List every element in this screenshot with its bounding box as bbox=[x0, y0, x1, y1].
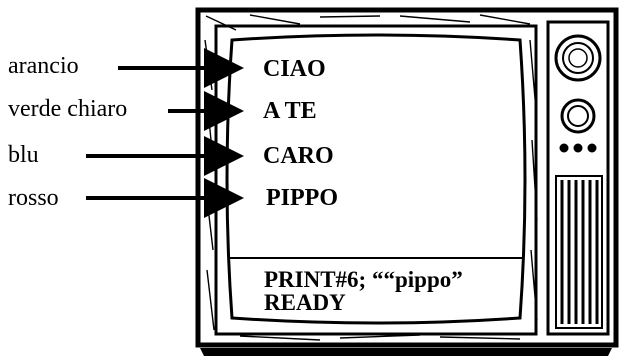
tv-base-shadow bbox=[200, 348, 612, 356]
label-arancio: arancio bbox=[8, 53, 79, 79]
screen-word-pippo: PIPPO bbox=[266, 185, 338, 211]
console-status: READY bbox=[264, 290, 346, 315]
pointer-arrows bbox=[86, 48, 244, 218]
tv-screen bbox=[225, 33, 527, 325]
label-rosso: rosso bbox=[8, 185, 59, 211]
tv-knob-icon bbox=[560, 98, 596, 134]
tv-speaker-grille-icon bbox=[555, 175, 603, 329]
tv-dial-icon bbox=[554, 34, 602, 82]
label-blu: blu bbox=[8, 142, 39, 168]
tv-bezel bbox=[214, 24, 538, 336]
screen-word-a-te: A TE bbox=[263, 98, 317, 124]
screen-word-caro: CARO bbox=[263, 143, 334, 169]
screen-word-ciao: CIAO bbox=[263, 56, 326, 82]
label-verde-chiaro: verde chiaro bbox=[8, 96, 128, 122]
tv-small-buttons bbox=[559, 143, 597, 153]
console-command: PRINT#6; ““pippo” bbox=[264, 267, 463, 292]
